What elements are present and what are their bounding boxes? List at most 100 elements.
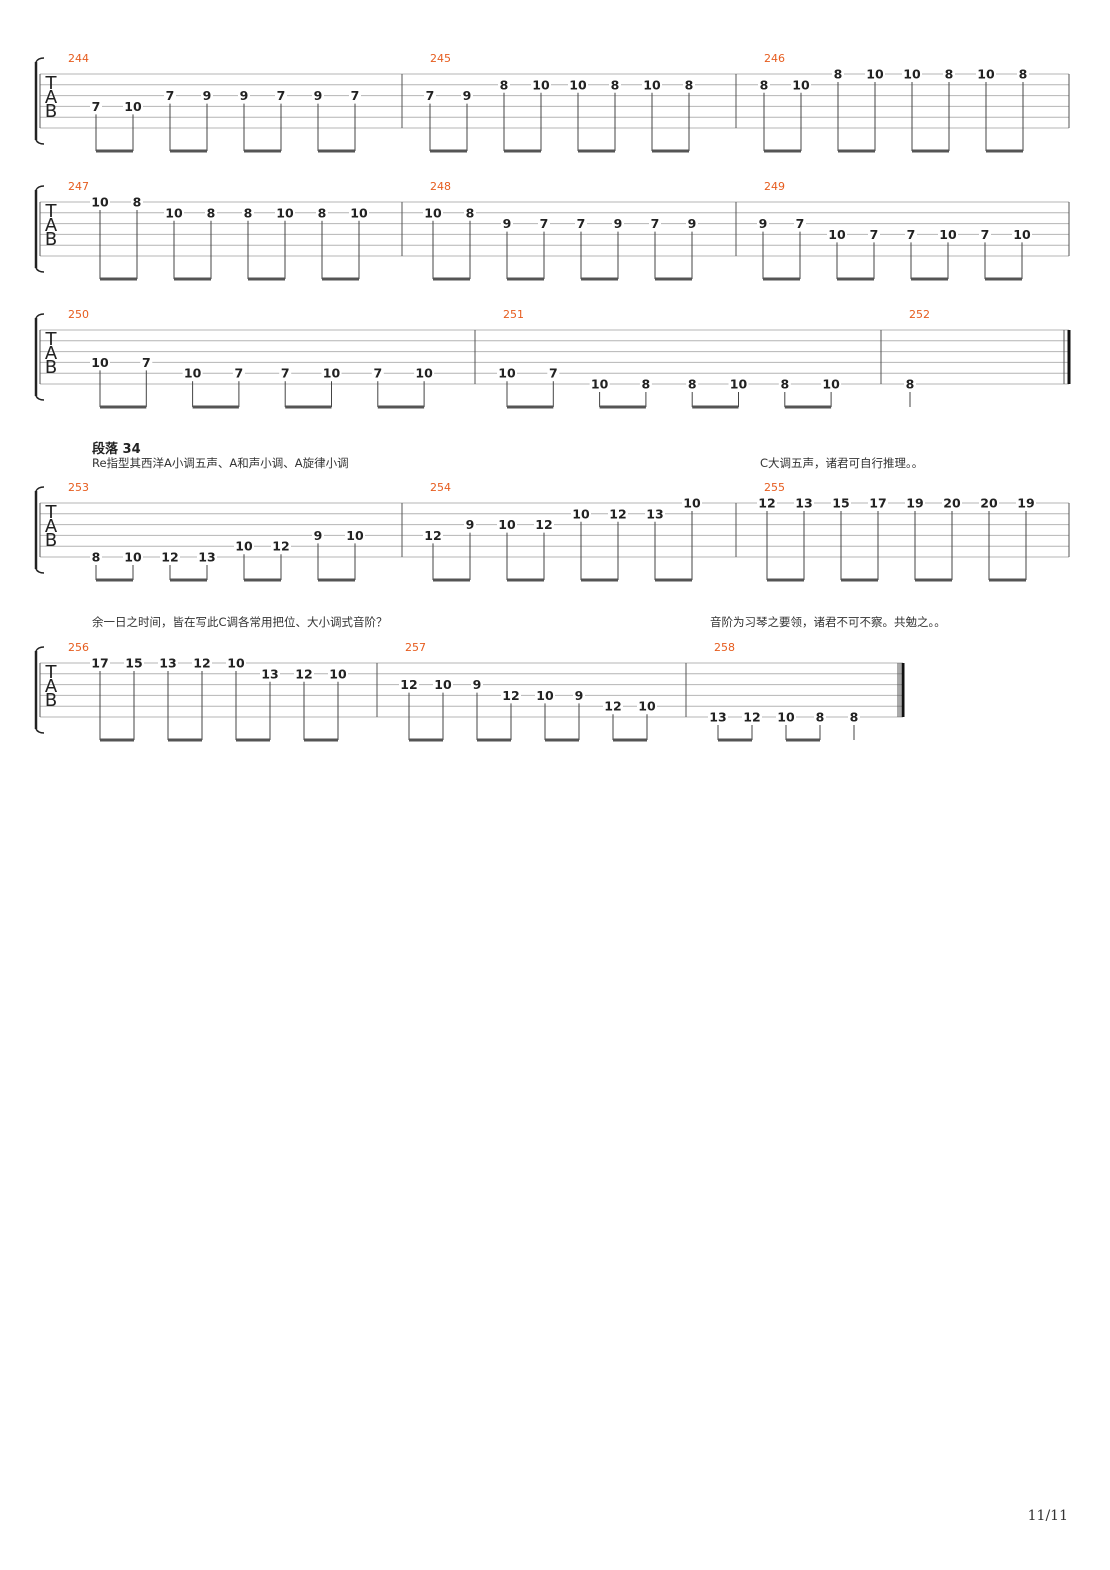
fret-number: 7 [870, 227, 879, 242]
fret-number: 8 [780, 377, 789, 392]
annotation-line2-right: 音阶为习琴之要领，诸君不可不察。共勉之。。 [710, 615, 946, 629]
fret-number: 10 [572, 506, 590, 521]
fret-number: 10 [165, 205, 183, 220]
tab-clef-letter: B [45, 357, 57, 378]
fret-bg [192, 656, 212, 669]
measure-number: 245 [430, 52, 451, 65]
fret-number: 9 [314, 528, 323, 543]
fret-number: 10 [591, 377, 609, 392]
fret-bg [538, 216, 550, 230]
section-title: 段落 34 [92, 442, 141, 457]
fret-bg [131, 195, 143, 208]
fret-bg [242, 205, 254, 219]
fret-number: 17 [91, 656, 108, 671]
fret-bg [943, 67, 955, 80]
fret-number: 7 [426, 88, 435, 103]
fret-number: 7 [796, 216, 805, 231]
fret-number: 10 [184, 366, 202, 381]
tab-clef-letter: T [45, 73, 58, 94]
fret-bg [637, 699, 657, 713]
fret-bg [535, 688, 555, 702]
fret-bg [1017, 67, 1029, 80]
fret-number: 9 [466, 517, 475, 532]
fret-number: 8 [244, 205, 253, 220]
fret-number: 10 [227, 656, 245, 671]
fret-number: 12 [272, 539, 289, 554]
fret-number: 7 [981, 227, 990, 242]
fret-bg [498, 77, 510, 91]
fret-number: 8 [688, 377, 697, 392]
system-bracket-bottom [35, 568, 45, 574]
fret-number: 9 [473, 677, 482, 692]
fret-bg [90, 656, 110, 669]
fret-bg [90, 99, 102, 113]
fret-number: 10 [124, 99, 142, 114]
measure-number: 246 [764, 52, 785, 65]
fret-number: 9 [314, 88, 323, 103]
system-bracket-top [35, 57, 45, 63]
tab-clef-letter: T [45, 662, 58, 683]
fret-number: 12 [743, 710, 760, 725]
fret-number: 10 [1013, 227, 1031, 242]
tab-clef-letter: A [45, 516, 58, 537]
fret-bg [728, 377, 749, 390]
fret-number: 19 [1017, 496, 1034, 511]
fret-number: 13 [646, 506, 663, 521]
fret-number: 7 [142, 355, 151, 370]
fret-bg [197, 550, 217, 563]
tab-clef-letter: B [45, 690, 57, 711]
system-bracket-bottom [35, 395, 45, 401]
fret-bg [603, 699, 623, 713]
system-bracket-top [35, 486, 45, 492]
annotation-line1-left: Re指型其西洋A小调五声、A和声小调、A旋律小调 [92, 456, 349, 470]
measure-number: 255 [764, 481, 785, 494]
fret-bg [831, 496, 851, 509]
fret-bg [471, 677, 483, 691]
fret-number: 10 [683, 496, 701, 511]
measure-number: 250 [68, 308, 89, 321]
fret-number: 10 [730, 377, 748, 392]
fret-bg [821, 377, 842, 390]
fret-number: 13 [709, 710, 726, 725]
fret-number: 12 [193, 656, 210, 671]
fret-number: 9 [688, 216, 697, 231]
fret-number: 10 [329, 666, 347, 681]
fret-bg [609, 77, 621, 91]
tab-clef-letter: B [45, 530, 57, 551]
fret-bg [868, 496, 888, 509]
fret-bg [312, 528, 324, 542]
fret-bg [497, 366, 517, 380]
fret-bg [979, 227, 991, 241]
measure-number: 258 [714, 641, 735, 654]
fret-bg [742, 710, 762, 723]
page-number: 11/11 [1027, 1508, 1068, 1524]
system-bracket-top [35, 313, 45, 319]
fret-number: 9 [240, 88, 249, 103]
fret-number: 10 [569, 77, 587, 92]
fret-number: 8 [816, 710, 825, 725]
fret-bg [848, 710, 860, 723]
fret-number: 12 [424, 528, 441, 543]
fret-bg [90, 550, 102, 563]
fret-number: 8 [466, 205, 475, 220]
fret-bg [827, 227, 847, 241]
fret-bg [464, 517, 476, 531]
fret-number: 8 [133, 195, 142, 210]
fret-number: 9 [614, 216, 623, 231]
fret-bg [164, 88, 176, 102]
fret-bg [423, 205, 443, 219]
fret-bg [294, 666, 314, 680]
system-bracket-bottom [35, 267, 45, 273]
fret-bg [164, 205, 184, 219]
tab-clef-letter: T [45, 201, 58, 222]
fret-bg [328, 666, 348, 680]
fret-bg [399, 677, 419, 691]
measure-number: 253 [68, 481, 89, 494]
fret-number: 9 [575, 688, 584, 703]
fret-number: 7 [92, 99, 101, 114]
fret-bg [90, 355, 110, 369]
fret-bg [757, 216, 769, 230]
fret-bg [686, 377, 699, 390]
measure-number: 256 [68, 641, 89, 654]
measure-number: 254 [430, 481, 451, 494]
